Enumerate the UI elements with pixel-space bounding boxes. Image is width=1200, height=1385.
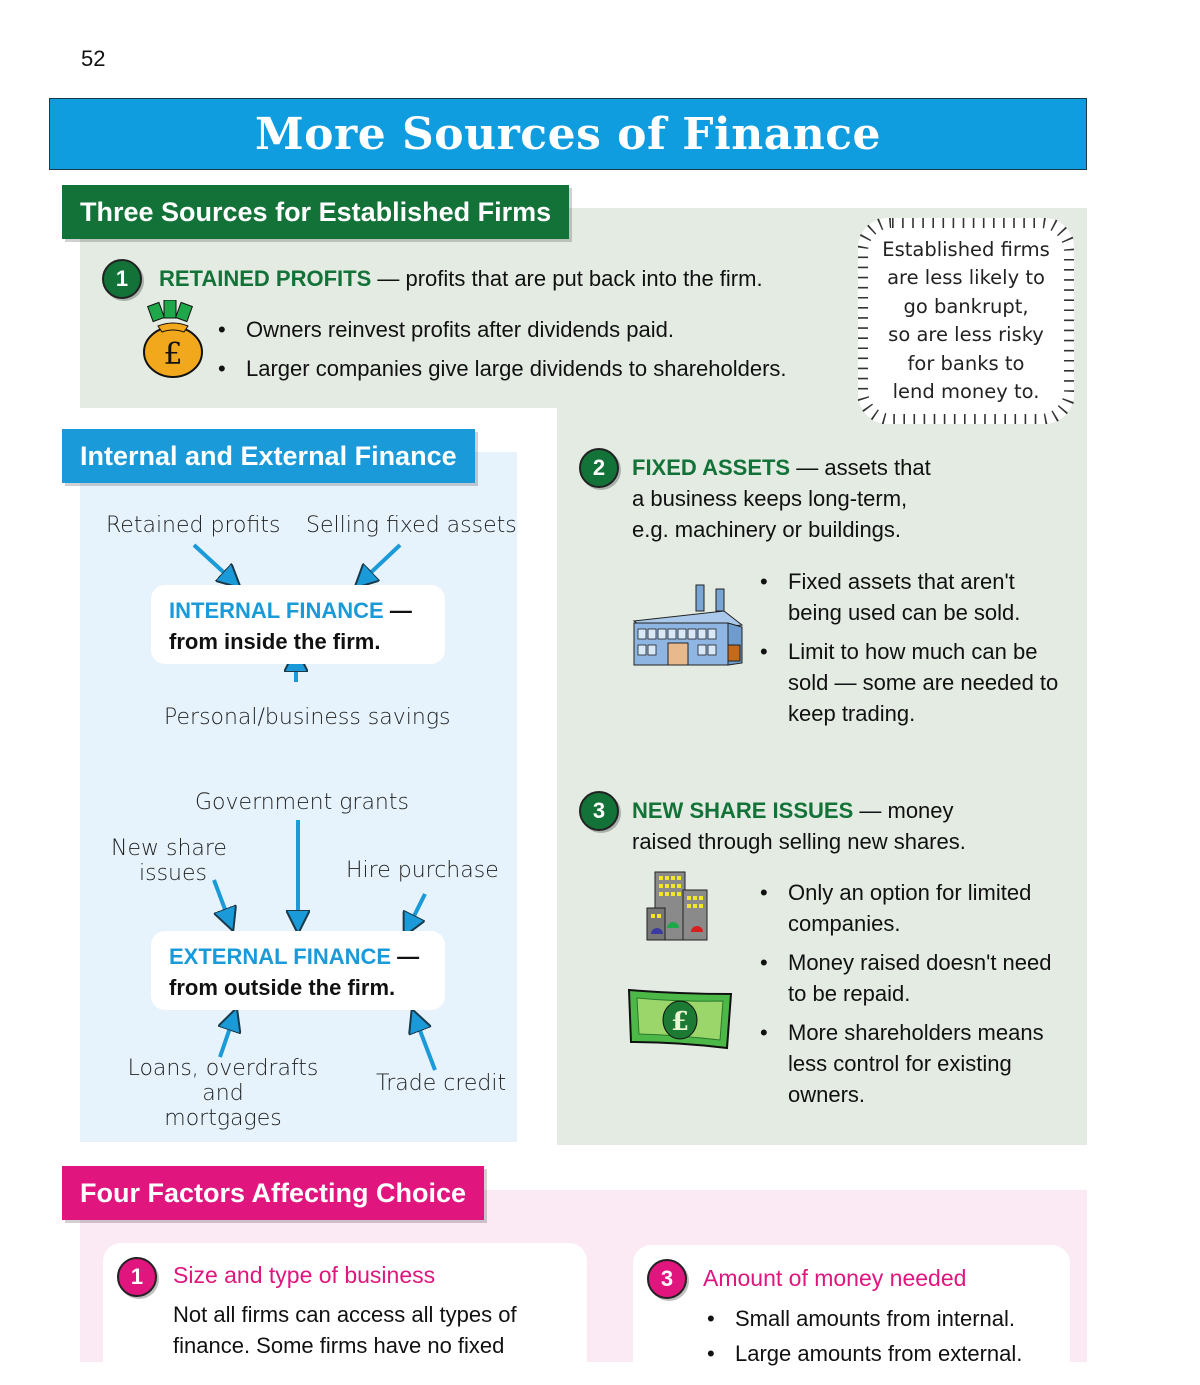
number-badge-2: 2 bbox=[579, 448, 619, 488]
factor-title: Size and type of business bbox=[173, 1262, 436, 1288]
number-badge-1: 1 bbox=[102, 259, 142, 299]
bullet: Limit to how much can be sold — some are… bbox=[758, 636, 1068, 729]
external-finance-desc: from outside the firm. bbox=[169, 975, 396, 1000]
section-heading-text: Internal and External Finance bbox=[80, 440, 457, 471]
internal-finance-keyword: INTERNAL FINANCE bbox=[169, 598, 384, 623]
section-heading-text: Four Factors Affecting Choice bbox=[80, 1177, 467, 1208]
internal-external-panel bbox=[80, 452, 517, 1142]
bullet: Larger companies give large dividends to… bbox=[216, 353, 856, 384]
page-title: More Sources of Finance bbox=[254, 108, 882, 160]
note-starburst-border bbox=[858, 218, 1074, 424]
section-heading-text: Three Sources for Established Firms bbox=[80, 196, 552, 227]
internal-finance-box: INTERNAL FINANCE — from inside the firm. bbox=[151, 585, 445, 664]
svg-text:£: £ bbox=[163, 337, 182, 372]
source-loans: Loans, overdrafts and mortgages bbox=[127, 1056, 319, 1131]
section-heading-internal-external: Internal and External Finance bbox=[62, 429, 475, 483]
bullet: Large amounts from external. bbox=[705, 1338, 1065, 1369]
finance-flow-arrows bbox=[192, 543, 437, 1071]
new-share-issues-definition: NEW SHARE ISSUES — money raised through … bbox=[632, 798, 966, 854]
retained-profits-bullets: Owners reinvest profits after dividends … bbox=[216, 314, 856, 392]
internal-finance-desc: from inside the firm. bbox=[169, 629, 381, 654]
factor-card-amount-needed: 3 Amount of money needed Small amounts f… bbox=[633, 1245, 1070, 1385]
section-heading-established: Three Sources for Established Firms bbox=[62, 185, 570, 239]
number-badge-3: 3 bbox=[579, 791, 619, 831]
fixed-assets-bullets: Fixed assets that aren't being used can … bbox=[758, 566, 1068, 737]
source-savings: Personal/business savings bbox=[164, 705, 451, 730]
section-heading-four-factors: Four Factors Affecting Choice bbox=[62, 1166, 485, 1220]
bullet: Fixed assets that aren't being used can … bbox=[758, 566, 1068, 628]
bullet: Owners reinvest profits after dividends … bbox=[216, 314, 856, 345]
source-hire-purchase: Hire purchase bbox=[346, 858, 499, 883]
source-selling-fixed-assets: Selling fixed assets bbox=[306, 513, 517, 538]
factor-title: Amount of money needed bbox=[703, 1265, 967, 1291]
bullet: Small amounts from internal. bbox=[705, 1303, 1065, 1334]
fixed-assets-definition: FIXED ASSETS — assets that a business ke… bbox=[632, 455, 931, 542]
banknote-icon: £ bbox=[627, 988, 733, 1050]
source-trade-credit: Trade credit bbox=[376, 1071, 507, 1096]
definition: — profits that are put back into the fir… bbox=[371, 266, 763, 291]
factory-icon bbox=[632, 584, 744, 666]
keyword: RETAINED PROFITS bbox=[159, 266, 372, 291]
bullet: Money raised doesn't need to be repaid. bbox=[758, 947, 1068, 1009]
keyword: FIXED ASSETS bbox=[632, 455, 791, 480]
external-finance-keyword: EXTERNAL FINANCE bbox=[169, 944, 392, 969]
page-title-banner: More Sources of Finance bbox=[49, 98, 1087, 170]
new-share-issues-bullets: Only an option for limited companies. Mo… bbox=[758, 877, 1068, 1118]
retained-profits-definition: RETAINED PROFITS — profits that are put … bbox=[159, 263, 763, 294]
page-number: 52 bbox=[81, 46, 106, 71]
number-badge-3: 3 bbox=[647, 1259, 687, 1299]
number-badge-1: 1 bbox=[117, 1257, 157, 1297]
office-buildings-icon bbox=[646, 871, 708, 941]
svg-text:£: £ bbox=[671, 1007, 689, 1037]
bullet: More shareholders means less control for… bbox=[758, 1017, 1068, 1110]
source-new-share-issues: New share issues bbox=[111, 836, 227, 886]
source-government-grants: Government grants bbox=[195, 790, 409, 815]
factor-bullets: Small amounts from internal. Large amoun… bbox=[705, 1303, 1065, 1377]
bullet: Only an option for limited companies. bbox=[758, 877, 1068, 939]
money-bag-icon: £ bbox=[143, 300, 203, 378]
factor-card-size-type: 1 Size and type of business Not all firm… bbox=[103, 1243, 587, 1383]
external-finance-box: EXTERNAL FINANCE — from outside the firm… bbox=[151, 931, 445, 1010]
factor-body: Not all firms can access all types of fi… bbox=[173, 1302, 517, 1358]
keyword: NEW SHARE ISSUES bbox=[632, 798, 854, 823]
source-retained-profits: Retained profits bbox=[106, 513, 281, 538]
